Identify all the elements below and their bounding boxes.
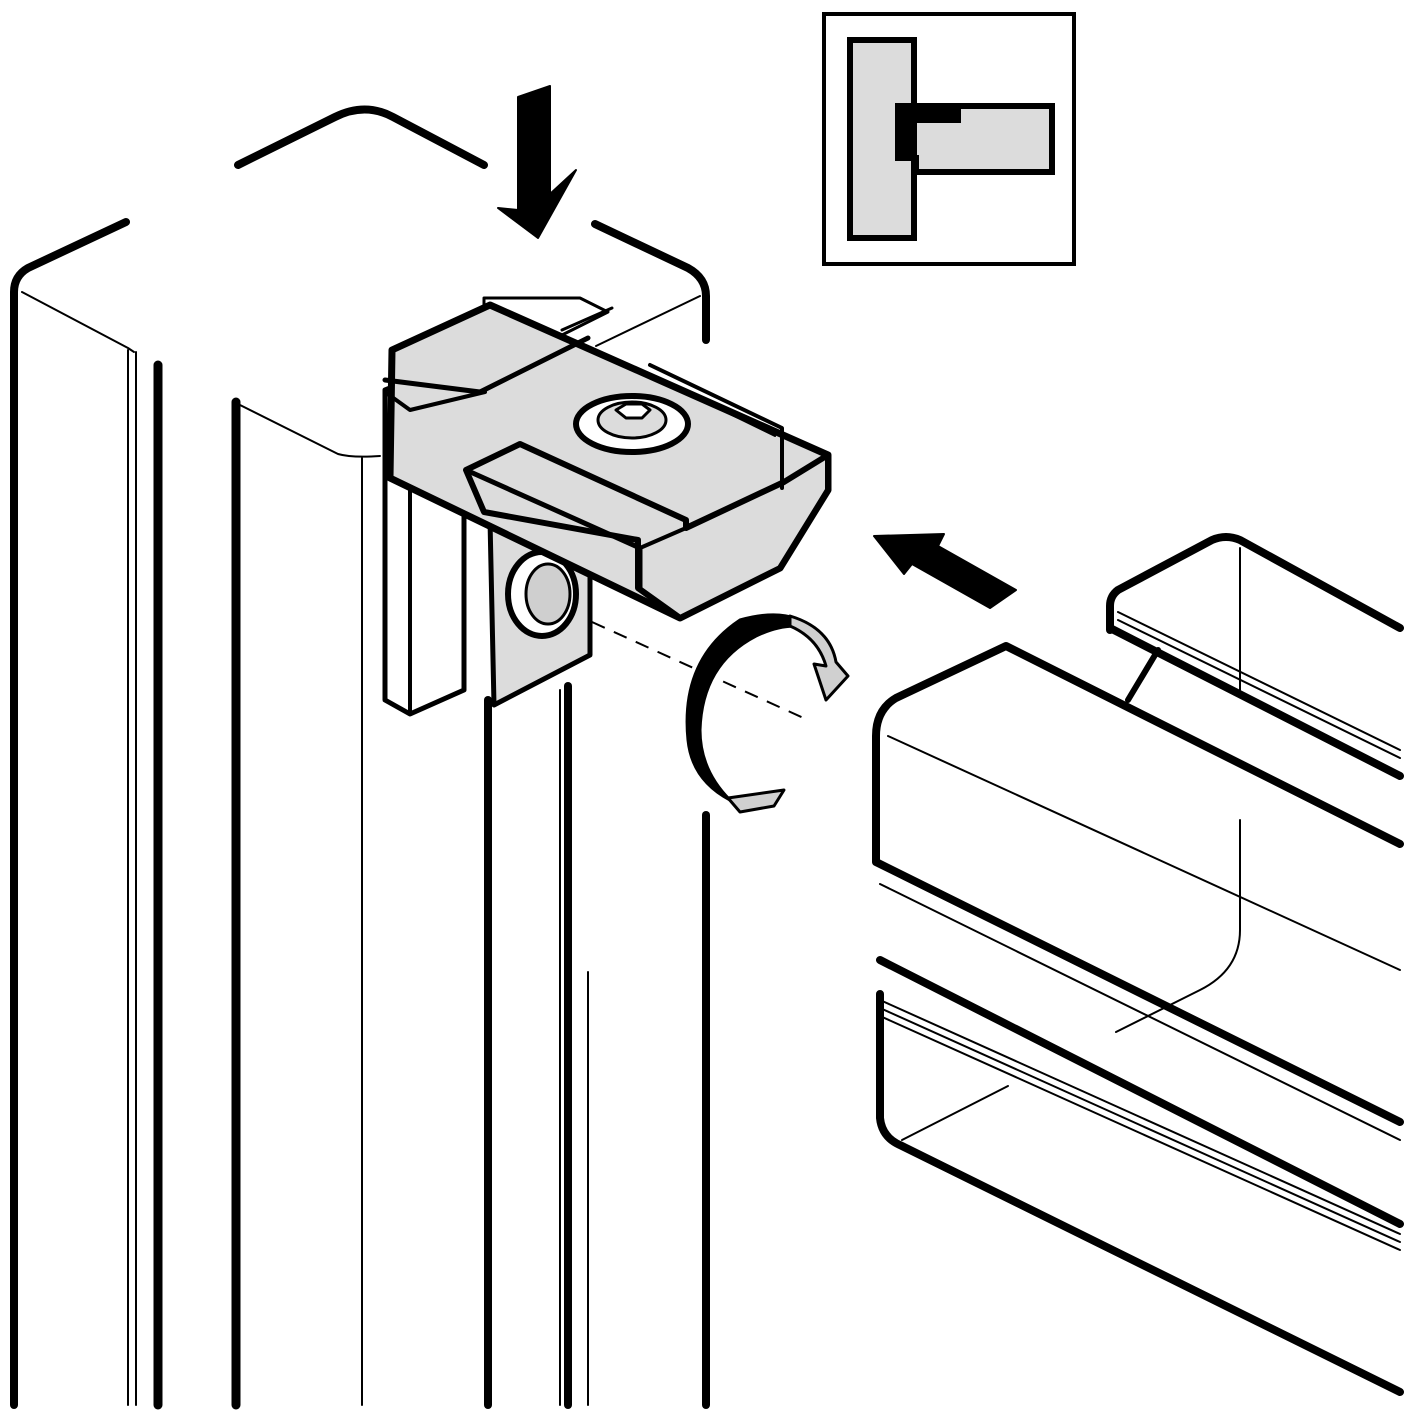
- connector-back-edge: [560, 306, 614, 332]
- horizontal-profile-web: [1125, 647, 1161, 703]
- horizontal-profile-top-rail-inner-2: [1117, 619, 1401, 759]
- vertical-profile-right-top-edge: [591, 220, 710, 344]
- down-arrow-icon: [497, 85, 577, 239]
- connection-detail-inset: [822, 12, 1076, 266]
- horizontal-profile-lower-top: [876, 956, 1404, 1228]
- horizontal-profile-lower-inner: [901, 1085, 1009, 1141]
- horizontal-profile-front-top-line: [887, 735, 1401, 971]
- vertical-profile-top-edge: [234, 105, 488, 169]
- top-face-right-line: [595, 295, 701, 347]
- rotate-clockwise-icon: [685, 613, 850, 814]
- horizontal-profile-top-rail-inner-1: [1117, 611, 1401, 751]
- rotation-tail: [726, 788, 786, 814]
- horizontal-profile-lower-line-1: [879, 999, 1401, 1235]
- right-arrow-icon: [873, 533, 1017, 609]
- horizontal-profile-inner-curve: [1115, 819, 1241, 1033]
- horizontal-profile: [872, 533, 1404, 1396]
- connector-slit: [648, 363, 784, 490]
- connector-slit-inner: [649, 374, 776, 437]
- vertical-profile-left-edge: [10, 218, 130, 1409]
- horizontal-profile-groove-line-1: [879, 883, 1401, 1141]
- horizontal-profile-top-back: [1106, 533, 1404, 634]
- connector-slot-lip-inner: [383, 390, 487, 412]
- connector-tongue-step: [638, 520, 688, 550]
- hex-socket-icon: [614, 402, 652, 420]
- vertical-profile: [10, 105, 710, 1410]
- connector-nut-screw-head: [524, 562, 572, 626]
- rotation-axis-line: [591, 621, 809, 721]
- top-face-inner-curve: [237, 403, 381, 458]
- horizontal-profile-lower-front: [876, 990, 1404, 1396]
- top-face-front-line: [21, 291, 135, 353]
- inset-connector: [897, 105, 961, 159]
- t-slot-connector: [382, 296, 832, 717]
- horizontal-profile-lower-line-3: [879, 1015, 1401, 1251]
- horizontal-profile-lower-line-2: [879, 1007, 1401, 1243]
- rotation-arrowhead: [788, 614, 850, 702]
- horizontal-profile-front-face: [872, 642, 1404, 1126]
